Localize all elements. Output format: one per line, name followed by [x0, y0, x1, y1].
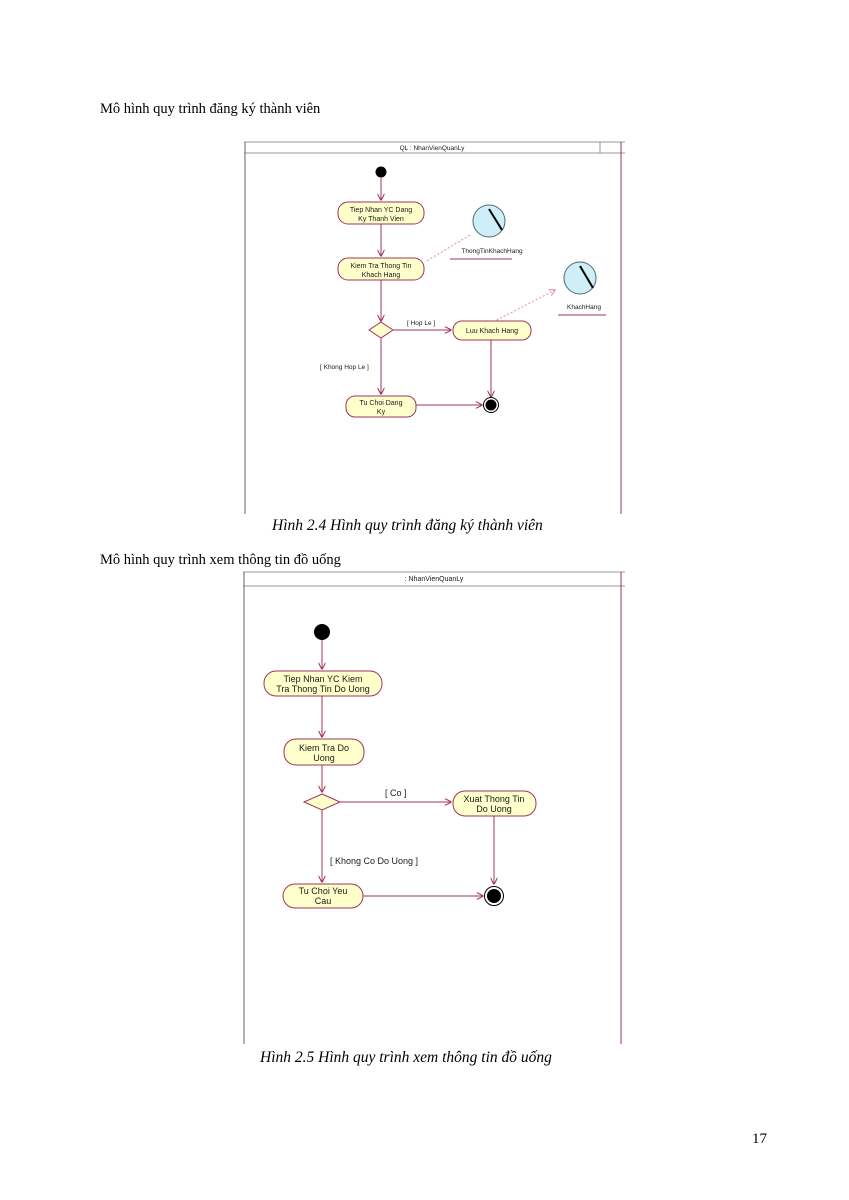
object-customer-info: ThongTinKhachHang	[450, 204, 523, 260]
swimlane-title-1: QL : NhanVienQuanLy	[400, 145, 466, 152]
svg-text:Do Uong: Do Uong	[476, 804, 512, 814]
object-customer: KhachHang	[558, 261, 606, 316]
initial-node-1	[375, 166, 387, 178]
final-node-1	[483, 397, 499, 413]
decision-node-2	[302, 793, 342, 811]
guard-unavailable: [ Khong Co Do Uong ]	[330, 856, 418, 866]
svg-text:Uong: Uong	[313, 753, 335, 763]
activity-reject-request: Tu Choi Yeu Cau	[282, 883, 364, 909]
guard-available: [ Co ]	[385, 788, 407, 798]
svg-text:Tu Choi Dang: Tu Choi Dang	[360, 400, 403, 407]
svg-text:Luu Khach Hang: Luu Khach Hang	[466, 328, 518, 335]
svg-text:ThongTinKhachHang: ThongTinKhachHang	[461, 248, 523, 255]
svg-text:Xuat Thong Tin: Xuat Thong Tin	[464, 794, 525, 804]
page-number: 17	[752, 1131, 767, 1147]
svg-text:Tu Choi Yeu: Tu Choi Yeu	[299, 886, 348, 896]
svg-text:Tiep Nhan YC Kiem: Tiep Nhan YC Kiem	[283, 674, 362, 684]
svg-text:Kiem Tra Thong Tin: Kiem Tra Thong Tin	[351, 263, 412, 270]
figure-caption-2-4: Hình 2.4 Hình quy trình đăng ký thành vi…	[272, 517, 543, 534]
section-heading-drink-info: Mô hình quy trình xem thông tin đồ uống	[100, 552, 341, 568]
svg-text:Tiep Nhan YC Dang: Tiep Nhan YC Dang	[350, 207, 412, 214]
activity-receive-drink-request: Tiep Nhan YC Kiem Tra Thong Tin Do Uong	[263, 670, 383, 697]
swimlane-title-2: : NhanVienQuanLy	[405, 576, 464, 583]
svg-text:Tra Thong Tin Do Uong: Tra Thong Tin Do Uong	[276, 684, 370, 694]
activity-check-drink: Kiem Tra Do Uong	[283, 738, 365, 766]
activity-reject-registration: Tu Choi Dang Ky	[345, 395, 417, 418]
guard-valid: [ Hop Le ]	[407, 320, 435, 327]
initial-node-2	[314, 624, 330, 640]
svg-text:Cau: Cau	[315, 896, 332, 906]
svg-text:Khach Hang: Khach Hang	[362, 272, 401, 279]
activity-check-customer-info: Kiem Tra Thong Tin Khach Hang	[337, 257, 425, 281]
svg-text:KhachHang: KhachHang	[567, 304, 601, 311]
swimlane-frame-2: : NhanVienQuanLy	[243, 571, 625, 1044]
figure-caption-2-5: Hình 2.5 Hình quy trình xem thông tin đồ…	[260, 1049, 552, 1066]
guard-invalid: [ Khong Hop Le ]	[320, 364, 369, 371]
activity-output-drink-info: Xuat Thong Tin Do Uong	[452, 790, 537, 817]
final-node-2	[484, 886, 504, 906]
svg-text:Ky: Ky	[377, 409, 386, 416]
svg-text:Kiem Tra Do: Kiem Tra Do	[299, 743, 349, 753]
svg-text:Ky Thanh Vien: Ky Thanh Vien	[358, 216, 404, 223]
activity-save-customer: Luu Khach Hang	[452, 320, 532, 341]
section-heading-registration: Mô hình quy trình đăng ký thành viên	[100, 101, 321, 117]
swimlane-frame-1: QL : NhanVienQuanLy	[244, 141, 625, 514]
